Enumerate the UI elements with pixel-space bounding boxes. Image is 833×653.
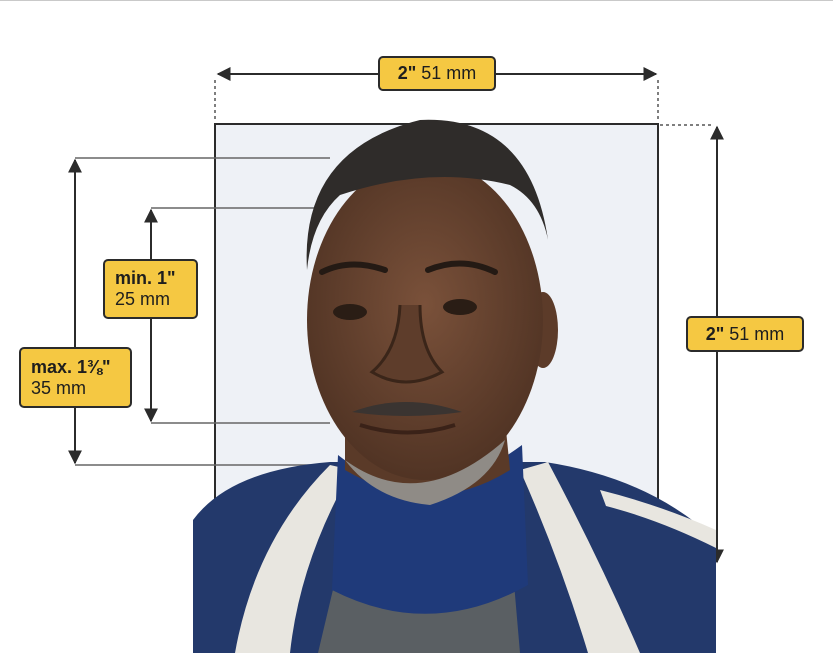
nose — [369, 304, 445, 384]
height-label: 2" 51 mm — [686, 316, 804, 352]
height-inches: 2" — [705, 323, 725, 344]
top-divider — [0, 0, 833, 1]
beard — [345, 440, 505, 505]
head-max-inches: max. 1⅜" — [31, 356, 111, 377]
head-min-label: min. 1" 25 mm — [103, 259, 198, 319]
width-metric: 51 mm — [421, 63, 477, 84]
head-min-inches: min. 1" — [115, 268, 176, 289]
width-label: 2" 51 mm — [378, 56, 496, 91]
width-inches: 2" — [397, 63, 417, 84]
mustache — [352, 402, 462, 416]
right-eye — [443, 299, 477, 315]
face — [307, 160, 543, 480]
jacket-trim-right — [520, 462, 640, 653]
head-max-metric: 35 mm — [31, 377, 87, 398]
person-photo — [193, 119, 716, 653]
jacket-trim-left — [235, 465, 352, 653]
left-eye — [333, 304, 367, 320]
head-max-label: max. 1⅜" 35 mm — [19, 347, 132, 408]
left-eyebrow — [319, 261, 388, 275]
head-min-metric: 25 mm — [115, 289, 171, 309]
right-eyebrow — [425, 260, 498, 275]
hair — [306, 119, 548, 270]
height-metric: 51 mm — [729, 323, 785, 344]
mouth — [359, 423, 456, 435]
sleeve-stripe — [600, 490, 716, 548]
